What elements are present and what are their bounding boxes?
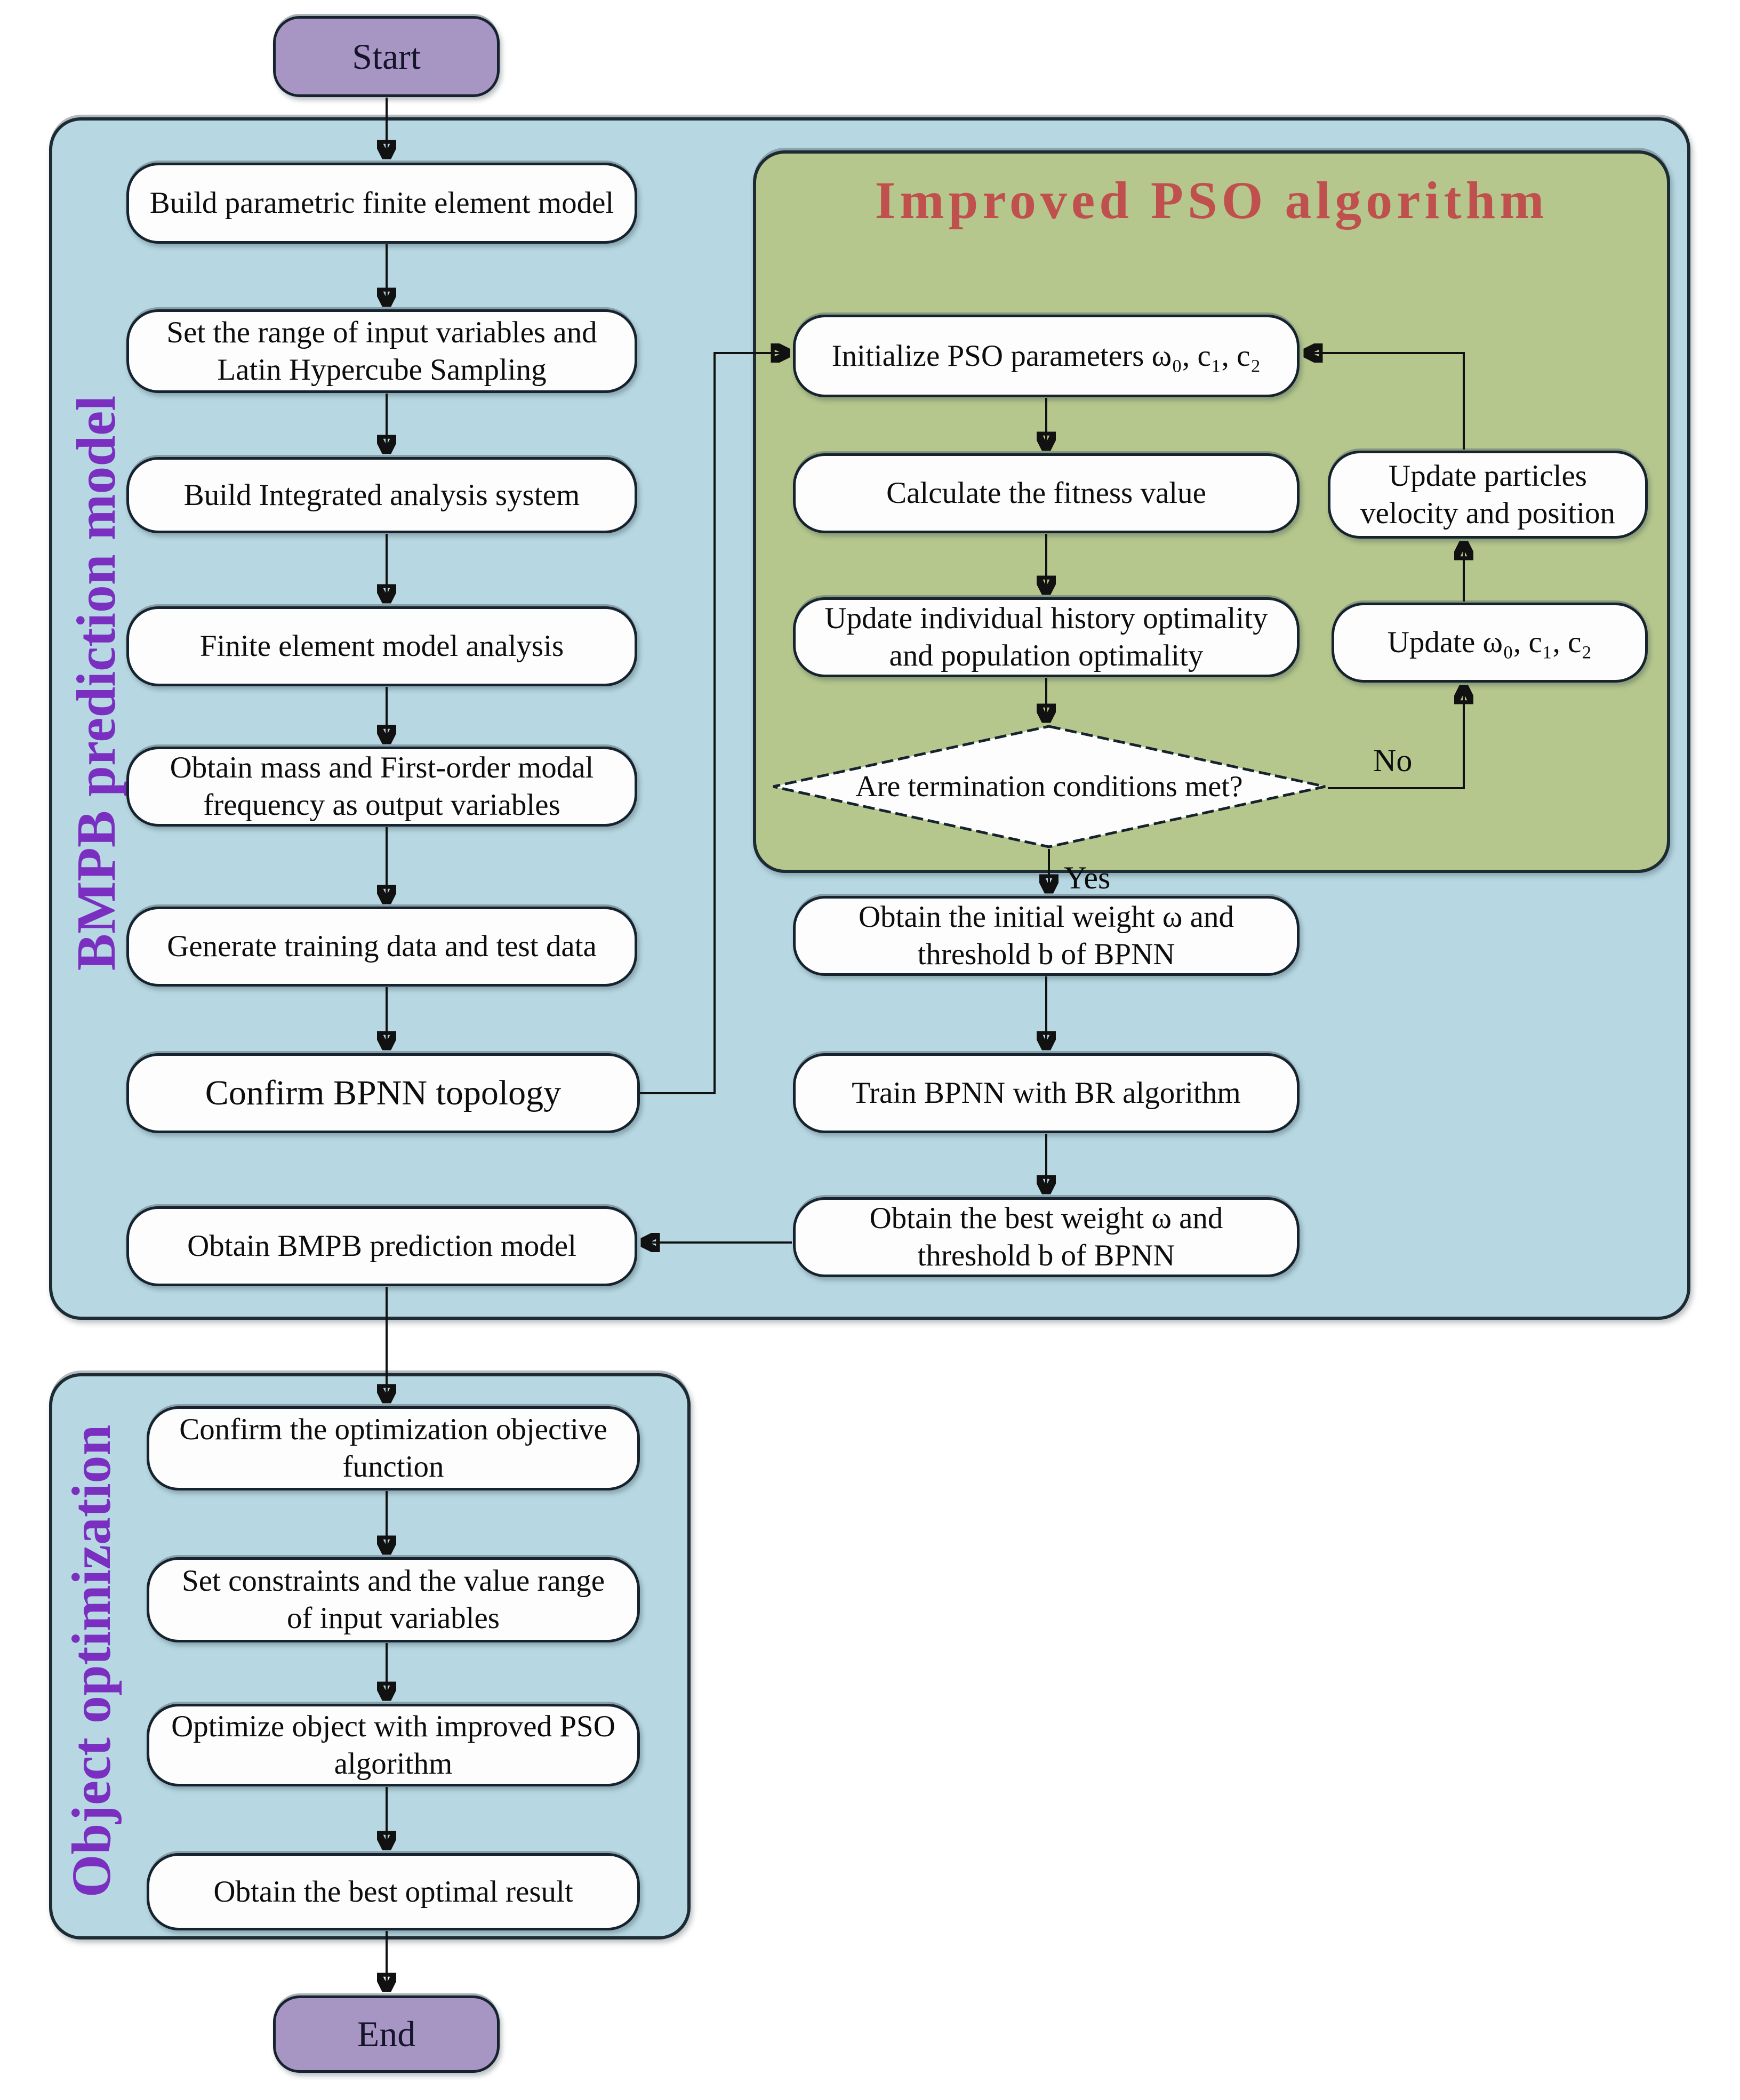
pso-section-title: Improved PSO algorithm (875, 171, 1549, 230)
node-obtain-output-variables: Obtain mass and First-order modal freque… (126, 747, 637, 827)
node-update-particles: Update particles velocity and position (1328, 451, 1648, 539)
node-build-parametric-fem: Build parametric finite element model (126, 163, 637, 244)
start-node: Start (273, 16, 500, 97)
node-set-input-range-lhs: Set the range of input variables and Lat… (126, 309, 637, 393)
node-train-bpnn-br: Train BPNN with BR algorithm (793, 1053, 1300, 1133)
node-optimize-with-pso: Optimize object with improved PSO algori… (147, 1704, 640, 1786)
node-update-optimality: Update individual history optimality and… (793, 597, 1300, 677)
node-confirm-objective-function: Confirm the optimization objective funct… (147, 1406, 640, 1490)
end-node: End (273, 1995, 500, 2073)
node-calculate-fitness: Calculate the fitness value (793, 453, 1300, 533)
node-generate-training-test-data: Generate training data and test data (126, 907, 637, 987)
node-obtain-best-weight: Obtain the best weight ω and threshold b… (793, 1197, 1300, 1277)
node-confirm-bpnn-topology: Confirm BPNN topology (126, 1053, 640, 1133)
node-obtain-bmpb-model: Obtain BMPB prediction model (126, 1206, 637, 1286)
node-initialize-pso-parameters: Initialize PSO parameters ω₀, c₁, c₂ (793, 315, 1300, 397)
node-fem-analysis: Finite element model analysis (126, 606, 637, 686)
decision-label: Are termination conditions met? (855, 770, 1243, 803)
node-obtain-initial-weight: Obtain the initial weight ω and threshol… (793, 896, 1300, 976)
diamond-shape (773, 725, 1326, 848)
node-obtain-best-result: Obtain the best optimal result (147, 1853, 640, 1930)
no-branch-label: No (1373, 743, 1413, 778)
decision-termination-conditions: Are termination conditions met? (771, 724, 1328, 849)
node-update-pso-params: Update ω₀, c₁, c₂ (1332, 603, 1648, 683)
node-build-integrated-system: Build Integrated analysis system (126, 457, 637, 533)
node-set-constraints: Set constraints and the value range of i… (147, 1557, 640, 1642)
object-section-label: Object optimization (61, 1424, 122, 1898)
bmpb-section-label: BMPB prediction model (66, 395, 127, 971)
yes-branch-label: Yes (1064, 860, 1111, 895)
